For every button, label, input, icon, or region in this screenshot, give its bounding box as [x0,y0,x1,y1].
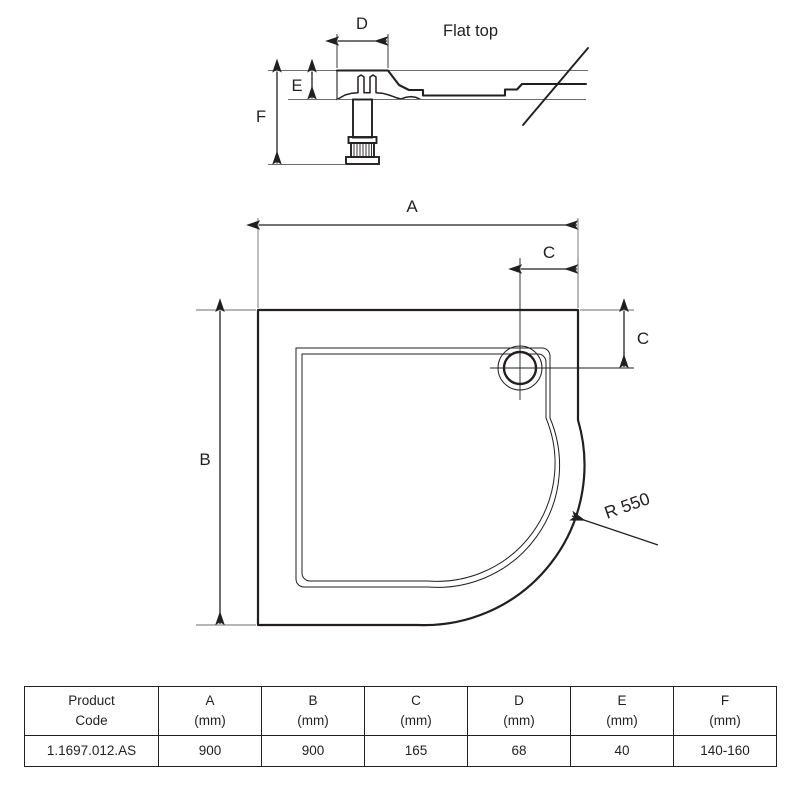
header-a-name: A [205,693,215,709]
plan-view: A B C C [196,197,659,627]
header-d-name: D [514,693,524,709]
header-product-unit: Code [75,713,108,728]
cell-e: 40 [570,735,674,767]
cell-c: 165 [364,735,468,767]
dimension-C-vertical-label: C [637,329,649,348]
tray-outer-outline [256,308,586,627]
cross-section-view: Flat top D E F [256,15,589,165]
adjustable-leg [345,98,380,165]
cell-d: 68 [467,735,571,767]
tray-underside-relief [336,74,421,101]
header-cell-c: C (mm) [364,686,468,736]
dimension-F-label: F [256,108,266,126]
header-product-name: Product [68,693,115,709]
specification-table: Product Code A (mm) B (mm) C (mm) [24,686,777,767]
header-cell-d: D (mm) [467,686,571,736]
cell-f: 140-160 [673,735,777,767]
dimension-E: E [291,58,317,100]
header-cell-product-code: Product Code [24,686,159,736]
tray-inner-contour-outer [295,347,561,588]
dimension-D-label: D [356,15,368,33]
header-cell-f: F (mm) [673,686,777,736]
tray-inner-contour-inner [301,353,556,582]
header-d-unit: (mm) [503,713,535,728]
header-cell-b: B (mm) [261,686,365,736]
cell-b: 900 [261,735,365,767]
header-a-unit: (mm) [194,713,226,728]
dimension-A: A [246,197,579,308]
dimension-C-vertical: C [580,298,649,369]
dimension-C-horizontal-label: C [543,243,555,262]
drain-centre-lines [490,258,634,400]
radius-label: R 550 [602,488,653,523]
header-b-name: B [308,693,318,709]
header-f-unit: (mm) [709,713,741,728]
table-row: 1.1697.012.AS 900 900 165 68 40 140-160 [24,735,777,767]
tray-profile-outline [335,69,588,97]
dimension-B-label: B [199,450,210,469]
dimension-E-label: E [291,77,302,95]
leg-thread-hatching [353,143,372,157]
table-header-row: Product Code A (mm) B (mm) C (mm) [24,686,777,736]
cell-a: 900 [158,735,262,767]
dimension-D: D [325,15,389,68]
radius-callout: R 550 [569,488,659,546]
header-c-name: C [411,693,421,709]
specification-table-container: Product Code A (mm) B (mm) C (mm) [24,686,777,767]
header-cell-a: A (mm) [158,686,262,736]
header-cell-e: E (mm) [570,686,674,736]
flat-top-label: Flat top [443,22,498,40]
header-f-name: F [720,693,730,709]
break-line [522,47,589,126]
dimension-C-horizontal: C [508,243,579,308]
dimension-B: B [196,298,256,626]
dimension-A-label: A [406,197,418,216]
cell-product-code: 1.1697.012.AS [24,735,159,767]
header-b-unit: (mm) [297,713,329,728]
dimension-F: F [256,58,346,165]
header-e-unit: (mm) [606,713,638,728]
header-e-name: E [617,693,627,709]
header-c-unit: (mm) [400,713,432,728]
